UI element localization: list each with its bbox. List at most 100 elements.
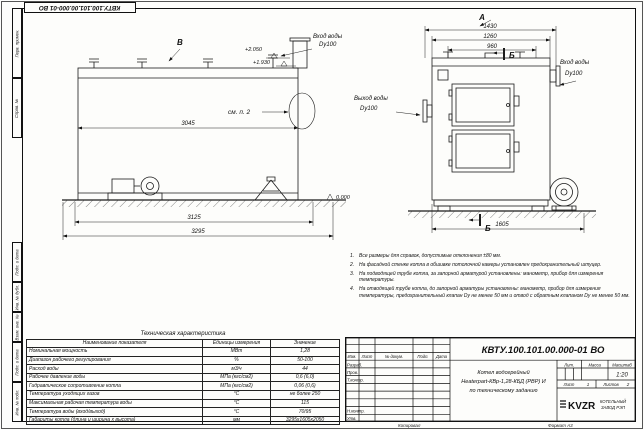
tech-cell: 50-100	[270, 355, 340, 366]
tech-cell: Максимальная рабочая температура воды	[26, 398, 203, 409]
burner-door-lower	[448, 129, 520, 173]
tb-scale-label: Масштаб	[612, 363, 632, 368]
dim-overall-width-label: 1430	[483, 24, 497, 30]
tech-cell: мм	[202, 415, 271, 426]
dim-bottom-width-label: 1605	[495, 222, 509, 228]
tech-cell: °С	[202, 398, 271, 409]
note-text: На подводящей трубе котла, за запорной а…	[359, 270, 604, 284]
tb-title-line1: Котел водогрейный	[477, 369, 529, 376]
dim-frame-width-label: 960	[487, 44, 498, 50]
tb-col-izm: Изм.	[348, 354, 357, 359]
title-block: Изм. Лист № докум. Подп. Дата Разраб. Пр…	[345, 337, 636, 422]
tb-col-list: Лист	[361, 354, 373, 359]
tech-cell: °С	[202, 407, 271, 417]
tb-sheets-label: Листов	[602, 382, 619, 387]
outlet-size: Dy100	[360, 106, 378, 112]
sight-window	[437, 69, 449, 81]
support-brace	[254, 176, 288, 201]
section-label-bottom: Б	[485, 224, 491, 233]
tech-cell: 0,6 (6,0)	[270, 372, 340, 383]
margin-label: Справ. №	[14, 98, 20, 118]
tech-header-name: Наименование показателя	[26, 338, 203, 349]
tech-row: Диапазон рабочего регулирования%50-100	[26, 355, 340, 366]
margin-label: Перв. примен.	[14, 29, 20, 57]
tech-row: Габариты котла (длина и ширина х высота)…	[26, 415, 340, 426]
note-number: 3.	[350, 270, 355, 277]
detail-callout-ellipse	[288, 92, 316, 130]
tb-col-dokum: № докум.	[385, 354, 403, 359]
ground-line	[62, 199, 346, 207]
tech-cell: Номинальная мощность	[26, 347, 203, 357]
elevation-inlet-label: +1.930	[253, 60, 271, 66]
tech-cell: 115	[270, 398, 340, 409]
tb-sheets-value: 2	[626, 382, 630, 387]
view-label-v: В	[177, 38, 183, 47]
tech-cell: м3/ч	[202, 364, 271, 374]
notes-list: 1. Все размеры для справок, допустимые о…	[350, 253, 632, 302]
company-logo: KVZR	[568, 401, 596, 412]
note-item: 1. Все размеры для справок, допустимые о…	[350, 253, 632, 260]
tech-header-row: Наименование показателя Единицы измерени…	[26, 338, 340, 349]
burner-door-upper	[448, 83, 520, 127]
water-outlet-nozzle	[422, 99, 433, 123]
tb-col-podp: Подп.	[417, 354, 428, 359]
elevation-zero-label: 0.000	[336, 195, 351, 201]
section-cut-marks	[479, 48, 505, 226]
outlet-leader-line	[395, 111, 421, 116]
margin-label: Инв. № дубл.	[14, 284, 20, 310]
margin-stamp-podp-data-1: Подп. и дата	[12, 242, 22, 282]
tech-header-unit: Единицы измерения	[202, 338, 271, 349]
fan-blower	[549, 177, 579, 211]
tech-cell: Гидравлическое сопротивление котла	[26, 381, 203, 392]
tech-cell: 44	[270, 364, 340, 374]
dim-frame-width	[447, 46, 537, 58]
tb-row-nkontr: Н.контр.	[347, 409, 365, 414]
dim-bottom-width	[431, 204, 585, 233]
section-arrows	[468, 51, 504, 222]
tech-header-value: Значение	[270, 338, 340, 349]
margin-label: Подп. и дата	[14, 348, 20, 376]
dim-support-span	[74, 202, 314, 226]
dim-overall-length-label: 3295	[191, 229, 205, 235]
margin-stamp-sprav-no: Справ. №	[12, 78, 22, 138]
logo-bars	[560, 400, 566, 408]
inlet-leader-line-front	[559, 80, 577, 86]
tb-scale-value: 1:20	[616, 373, 628, 379]
tech-cell: МПа (кгс/см2)	[202, 372, 271, 383]
view-label-a: А	[478, 13, 485, 22]
tech-cell: Температура уходящих газов	[26, 390, 203, 400]
tb-row-prov: Пров.	[347, 370, 358, 375]
note-item: 3. На подводящей трубе котла, за запорно…	[350, 271, 632, 285]
note-text: На фасадной стенке котла в обшивке потол…	[359, 261, 602, 268]
front-inlet-label: Вход воды	[560, 60, 590, 66]
margin-label: Взам. инв. №	[14, 314, 20, 340]
tb-row-utv: Утв.	[347, 416, 357, 421]
circulation-pump	[107, 176, 163, 201]
section-label-top: Б	[509, 51, 515, 60]
tb-lit-label: Лит.	[563, 363, 574, 368]
view-direction-arrow	[168, 48, 181, 62]
dim-body-length-label: 3045	[181, 121, 195, 127]
copied-label: Копировал	[398, 423, 421, 428]
margin-label: Инв. № подл.	[14, 389, 20, 415]
tech-cell: 70/95	[270, 407, 340, 417]
tech-cell: МПа (кгс/см2)	[202, 381, 271, 392]
tech-cell: Диапазон рабочего регулирования	[26, 355, 203, 366]
boiler-front-view: А 1430 1260 960 Б Б Выход воды Dy100 Вхо…	[354, 13, 596, 233]
note-text: На отводящей трубе котла, до запорной ар…	[359, 286, 630, 299]
tech-cell: не более 250	[270, 390, 340, 400]
side-inlet-size: Dy100	[319, 42, 337, 48]
side-inlet-label: Вход воды	[313, 34, 343, 40]
tech-cell: Рабочее давление воды	[26, 372, 203, 383]
boiler-body	[77, 67, 299, 201]
company-name-line2: ЗАВОД РЭП	[601, 405, 626, 410]
tb-title-line3: по техническому заданию	[470, 388, 538, 394]
elevation-marks	[266, 52, 334, 201]
tb-row-tkontr: Т.контр.	[347, 378, 364, 383]
